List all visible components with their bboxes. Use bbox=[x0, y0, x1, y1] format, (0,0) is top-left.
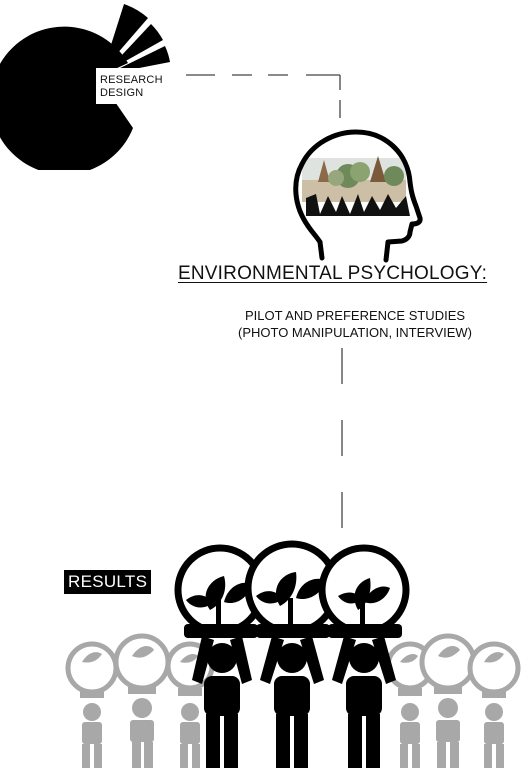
research-label-line2: DESIGN bbox=[100, 87, 144, 99]
research-design-label: RESEARCH DESIGN bbox=[100, 74, 163, 100]
step-detail-line1: PILOT AND PREFERENCE STUDIES bbox=[244, 308, 466, 323]
step-heading: ENVIRONMENTAL PSYCHOLOGY: bbox=[178, 263, 488, 284]
people-holding-plants-icon bbox=[65, 540, 521, 768]
step-detail-line2: (PHOTO MANIPULATION, INTERVIEW) bbox=[237, 325, 473, 340]
research-label-line1: RESEARCH bbox=[100, 74, 163, 86]
head-with-landscape-icon bbox=[293, 129, 423, 263]
results-label: RESULTS bbox=[64, 570, 152, 594]
pie-chart-icon bbox=[0, 4, 178, 170]
